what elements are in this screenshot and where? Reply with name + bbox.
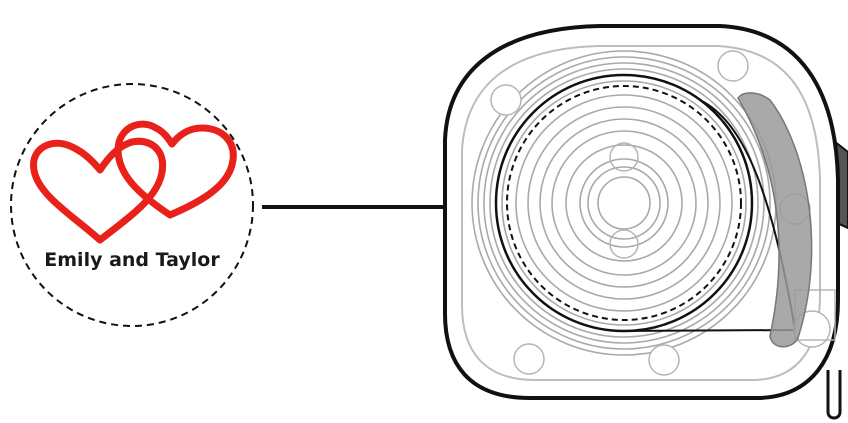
tape-measure — [445, 26, 848, 418]
label-dashed-border — [11, 84, 253, 326]
round-label: Emily and Taylor — [11, 84, 253, 326]
tape-hook — [828, 370, 840, 418]
label-text: Emily and Taylor — [44, 249, 220, 271]
